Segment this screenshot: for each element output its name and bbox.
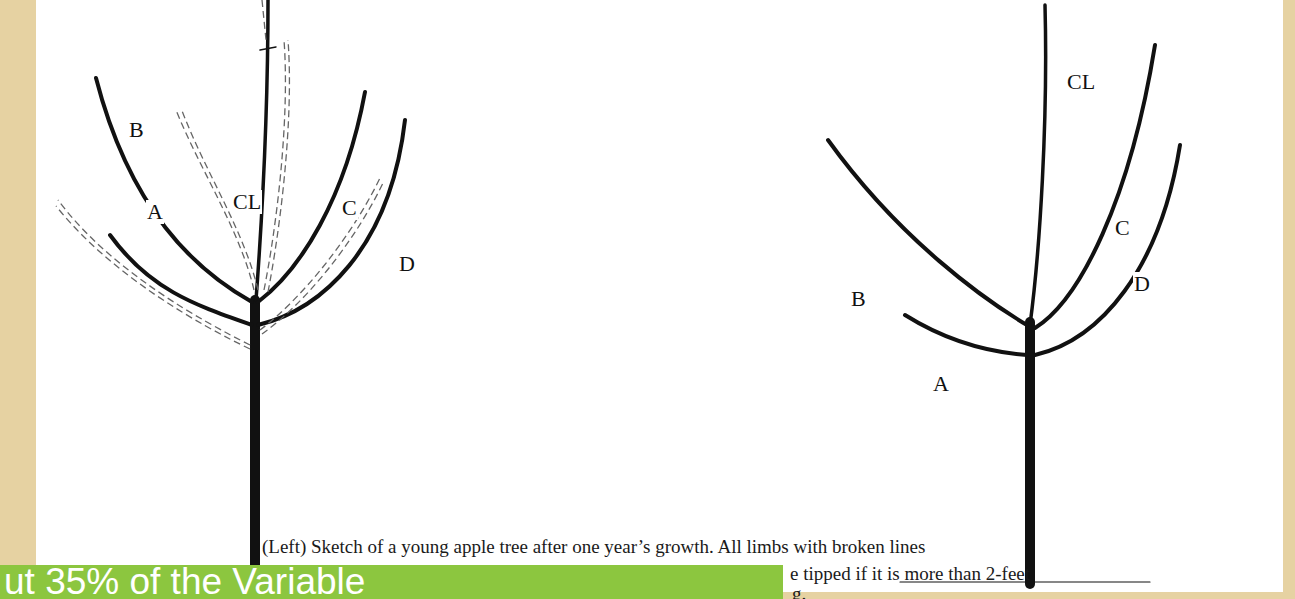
limb	[96, 78, 252, 302]
central-leader	[256, 0, 268, 300]
limb-letter: D	[1133, 272, 1151, 296]
limb	[1035, 145, 1180, 355]
pruned-limbs	[56, 0, 384, 349]
leader-letter: CL	[232, 190, 262, 214]
limb	[1035, 45, 1155, 328]
limb	[905, 315, 1027, 355]
right-tree	[828, 5, 1180, 584]
limb-letter: B	[850, 287, 867, 311]
caption-fragment: e tipped if it is more than 2-feet	[790, 564, 1030, 585]
limb-letter: C	[341, 196, 358, 220]
figure-caption: (Left) Sketch of a young apple tree afte…	[262, 537, 925, 558]
leader-letter: CL	[1066, 70, 1096, 94]
limb-letter: A	[146, 200, 164, 224]
banner-title: ut 35% of the Variable	[4, 562, 365, 599]
limb	[258, 92, 365, 302]
limb	[258, 120, 405, 325]
trunk	[1025, 322, 1035, 584]
slide-panel	[36, 0, 1283, 592]
limb-letter: D	[398, 252, 416, 276]
limb-letter: B	[128, 118, 145, 142]
trunk	[250, 300, 260, 584]
limb-letter: C	[1114, 216, 1131, 240]
limb-letter: A	[932, 372, 950, 396]
caption-fragment: g.	[792, 584, 806, 599]
left-tree	[30, 0, 440, 584]
central-leader	[1030, 5, 1046, 325]
limb	[828, 140, 1027, 325]
tip-mark	[260, 47, 276, 50]
